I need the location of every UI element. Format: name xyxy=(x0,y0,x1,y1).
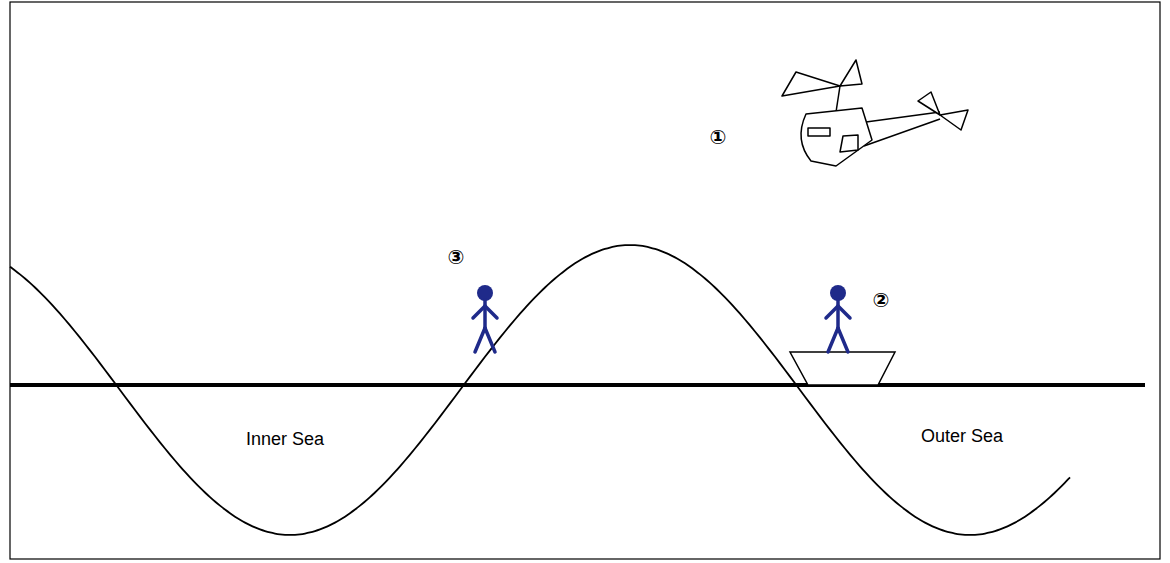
helicopter xyxy=(782,60,968,166)
callout-number: ② xyxy=(873,289,890,311)
boat xyxy=(790,352,895,385)
region-label: Outer Sea xyxy=(921,427,1003,447)
region-label: Inner Sea xyxy=(246,430,324,450)
callout-number: ① xyxy=(710,126,727,148)
frame-border xyxy=(10,2,1160,559)
person-figure xyxy=(826,285,850,352)
callout-number: ③ xyxy=(448,246,465,268)
wave-curve xyxy=(10,245,1070,535)
sea-level-line xyxy=(10,383,1145,387)
person-figure xyxy=(473,285,497,352)
